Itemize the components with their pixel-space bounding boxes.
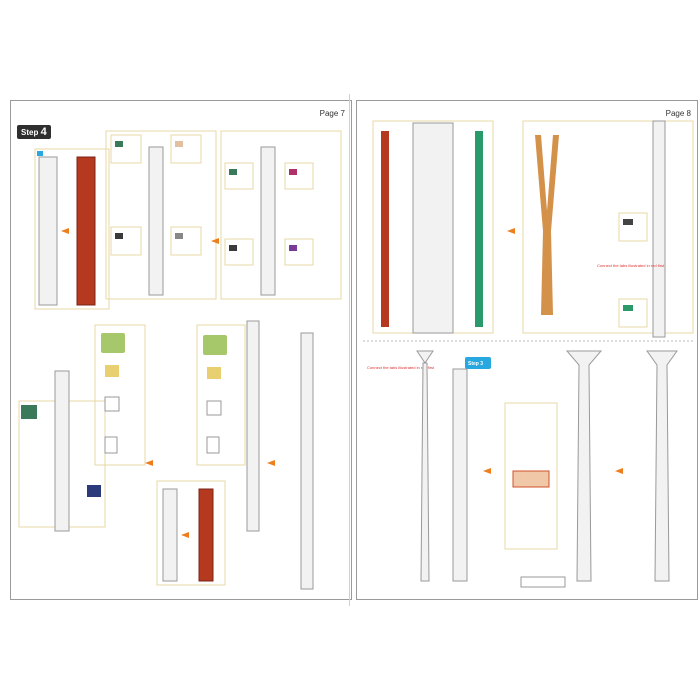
part-column xyxy=(246,320,260,532)
part-block xyxy=(206,436,220,454)
part-tag-icon xyxy=(37,151,43,156)
callout-note-b: Connect the tabs illustrated in red firs… xyxy=(367,365,435,370)
assembly-diagram-right: Connect the tabs illustrated in red firs… xyxy=(363,120,694,588)
component-box-3 xyxy=(110,226,142,256)
arrow-right-icon xyxy=(615,468,623,474)
instruction-page-left: Page 7 Step 4 xyxy=(10,100,352,600)
part-column xyxy=(148,146,164,296)
instruction-page-right: Page 8 Connect the tabs illustrated in r… xyxy=(356,100,698,600)
component-part-icon xyxy=(175,141,183,147)
component-part-icon xyxy=(229,169,237,175)
frame-right-2 xyxy=(522,120,694,334)
component-box-4 xyxy=(170,226,202,256)
component-box-r1 xyxy=(618,212,648,242)
part-strip-grey xyxy=(162,488,178,582)
part-tower-assembled xyxy=(565,350,603,582)
arrow-right-icon xyxy=(61,228,69,234)
component-box-r2 xyxy=(618,298,648,328)
component-box-2 xyxy=(170,134,202,164)
frame-left-6 xyxy=(196,324,246,466)
page-number: Page 8 xyxy=(665,109,691,118)
frame-left-2 xyxy=(105,130,217,300)
part-block xyxy=(206,400,222,416)
arrow-right-icon xyxy=(483,468,491,474)
component-part-icon xyxy=(175,233,183,239)
part-block xyxy=(104,436,118,454)
arrow-right-icon xyxy=(211,238,219,244)
arrow-right-icon xyxy=(267,460,275,466)
page-divider xyxy=(349,94,350,606)
component-part-icon xyxy=(623,305,633,311)
component-part-icon xyxy=(229,245,237,251)
step-word: Step xyxy=(21,128,39,137)
assembly-diagram-left xyxy=(18,130,342,590)
part-strip-red xyxy=(381,131,389,327)
frame-right-3 xyxy=(504,402,558,550)
part-yellow-clip xyxy=(105,365,119,377)
part-orange-spire xyxy=(535,135,559,315)
callout-note-a: Connect the tabs illustrated in red firs… xyxy=(597,263,665,268)
step-ref-label: Step 3 xyxy=(468,361,483,367)
component-part-icon xyxy=(115,141,123,147)
step-number: 4 xyxy=(40,126,47,138)
frame-left-1 xyxy=(34,148,110,310)
part-column xyxy=(260,146,276,296)
arrow-right-icon xyxy=(181,532,189,538)
arrow-right-icon xyxy=(145,460,153,466)
part-tower-top xyxy=(416,350,434,364)
frame-left-3 xyxy=(220,130,342,300)
part-tower-frame xyxy=(412,122,454,334)
part-column-final xyxy=(300,332,314,590)
component-part-icon xyxy=(115,233,123,239)
page-number: Page 7 xyxy=(319,109,345,118)
part-column xyxy=(452,368,468,582)
component-box-8 xyxy=(284,238,314,266)
component-part-icon xyxy=(289,169,297,175)
part-orange-ring xyxy=(512,470,550,488)
part-block xyxy=(104,396,120,412)
part-tower-final xyxy=(646,350,678,582)
frame-left-7 xyxy=(156,480,226,586)
component-box-5 xyxy=(224,162,254,190)
component-box-1 xyxy=(110,134,142,164)
part-strip-red xyxy=(76,156,96,306)
part-strip-green xyxy=(475,131,483,327)
part-tower-body xyxy=(420,362,430,582)
component-part-icon xyxy=(21,405,37,419)
part-green-bracket xyxy=(203,335,227,355)
component-box-7 xyxy=(224,238,254,266)
step-badge: Step 4 xyxy=(17,125,51,139)
part-column xyxy=(54,370,70,532)
part-yellow-clip xyxy=(207,367,221,379)
part-strip-grey xyxy=(38,156,58,306)
part-base xyxy=(520,576,566,588)
arrow-right-icon xyxy=(507,228,515,234)
part-column xyxy=(652,120,666,338)
part-green-bracket xyxy=(101,333,125,353)
frame-left-5 xyxy=(94,324,146,466)
component-box-6 xyxy=(284,162,314,190)
part-strip-red xyxy=(198,488,214,582)
component-part-icon xyxy=(289,245,297,251)
component-part-icon xyxy=(87,485,101,497)
step-ref-badge xyxy=(465,357,491,369)
component-part-icon xyxy=(623,219,633,225)
